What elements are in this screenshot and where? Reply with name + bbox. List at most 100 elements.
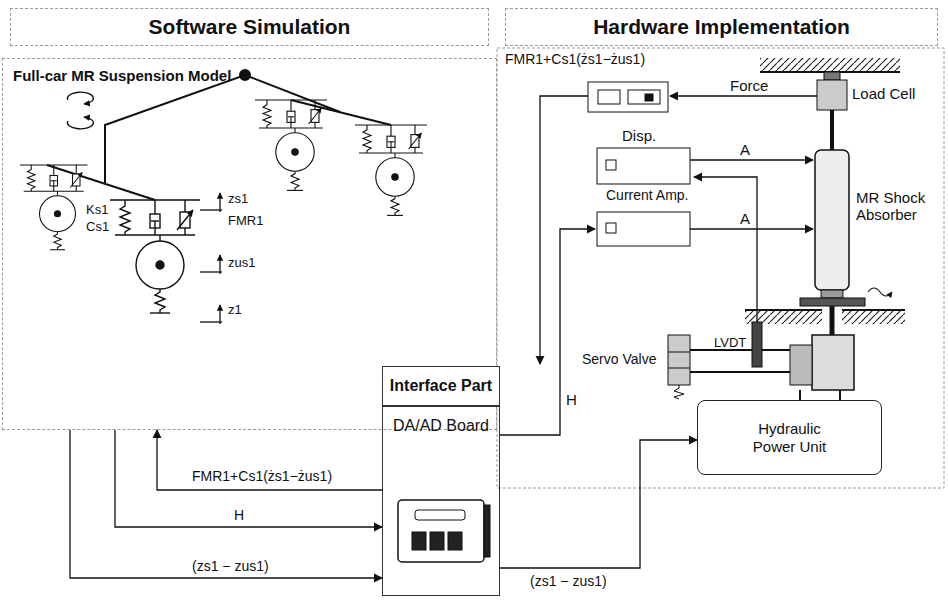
hardware-test-rig-part bbox=[800, 298, 865, 306]
full-car-model-part bbox=[67, 117, 93, 129]
full-car-model-part bbox=[47, 165, 155, 200]
hardware-test-rig-part bbox=[799, 390, 801, 400]
hardware-test-rig-part bbox=[606, 223, 616, 233]
full-car-model-part bbox=[200, 321, 222, 322]
hydraulic-actuator bbox=[790, 306, 854, 400]
part-name: Servo Valve bbox=[582, 352, 656, 367]
signal-label: H bbox=[566, 392, 577, 409]
panel-title: Software Simulation bbox=[10, 8, 489, 46]
hardware-test-rig-part bbox=[606, 160, 616, 170]
signal-label: A bbox=[740, 211, 750, 228]
panel-title: Hardware Implementation bbox=[505, 8, 938, 46]
signal-label: Disp. bbox=[622, 128, 656, 145]
part-name: LVDT bbox=[714, 336, 746, 350]
full-car-model-part bbox=[110, 200, 200, 313]
hardware-test-rig-part bbox=[752, 322, 762, 367]
load-cell bbox=[817, 72, 847, 150]
part-name: Load Cell bbox=[852, 86, 915, 103]
signal-connector bbox=[70, 430, 382, 578]
variable-label: zus1 bbox=[228, 256, 255, 270]
hardware-test-rig-part bbox=[868, 288, 892, 296]
part-name: Current Amp. bbox=[606, 188, 688, 203]
edge-label: (zs1 − zus1) bbox=[528, 574, 609, 589]
hardware-test-rig-part bbox=[588, 82, 668, 112]
hardware-test-rig-part bbox=[817, 80, 847, 110]
displacement-arrow bbox=[200, 193, 222, 324]
parameter-label: Ks1 bbox=[86, 203, 108, 217]
force-label: FMR1 bbox=[228, 214, 263, 228]
rotation-symbol bbox=[67, 92, 93, 129]
hardware-test-rig-part bbox=[674, 385, 684, 399]
hardware-test-rig-part bbox=[839, 390, 841, 400]
full-car-model-part bbox=[355, 125, 427, 215]
full-car-model-part bbox=[219, 255, 220, 274]
lvdt-sensor bbox=[694, 177, 762, 367]
hardware-test-rig-part bbox=[540, 96, 588, 364]
full-car-model-part bbox=[219, 193, 220, 212]
daq-board-icon-part bbox=[415, 510, 465, 520]
box-label: Hydraulic Power Unit bbox=[740, 420, 840, 456]
hardware-test-rig-part bbox=[842, 310, 905, 324]
signal-label: FMR1+Cs1(żs1−żus1) bbox=[505, 52, 645, 67]
panel: Hardware ImplementationHydraulic Power U… bbox=[497, 2, 946, 490]
full-car-model-part bbox=[255, 100, 327, 190]
mr-shock-absorber bbox=[800, 150, 892, 306]
daq-board-icon-part bbox=[412, 532, 426, 550]
force-display bbox=[540, 82, 817, 364]
full-car-model-part bbox=[219, 305, 220, 324]
hardware-test-rig-part bbox=[645, 94, 653, 101]
hardware-test-rig-part bbox=[842, 309, 905, 311]
full-car-model-part bbox=[291, 100, 391, 125]
variable-label: zs1 bbox=[228, 192, 248, 206]
hardware-test-rig-part bbox=[668, 368, 690, 369]
part-name: MR Shock Absorber bbox=[856, 190, 942, 223]
servo-valve bbox=[668, 335, 790, 399]
hardware-test-rig-part bbox=[812, 335, 854, 390]
full-car-model-part bbox=[67, 92, 93, 104]
hardware-test-rig-part bbox=[830, 110, 834, 150]
variable-label: z1 bbox=[228, 303, 242, 317]
board-box: DA/AD Board bbox=[382, 406, 500, 596]
power-unit-box: Hydraulic Power Unit bbox=[697, 400, 882, 475]
hardware-test-rig-part bbox=[694, 177, 757, 322]
hardware-test-rig-part bbox=[628, 90, 660, 104]
box-label: Interface Part bbox=[386, 377, 496, 395]
hardware-test-rig-part bbox=[598, 90, 620, 104]
signal-label: A bbox=[740, 142, 750, 159]
hardware-test-rig-part bbox=[690, 371, 790, 373]
daq-board-icon bbox=[398, 500, 490, 562]
daq-board-icon-part bbox=[448, 532, 462, 550]
hardware-test-rig-part bbox=[830, 306, 835, 335]
daq-board-icon-part bbox=[484, 505, 490, 557]
full-car-model bbox=[20, 70, 427, 324]
amplifier-box bbox=[500, 148, 813, 435]
hardware-test-rig-part bbox=[815, 150, 849, 290]
hardware-test-rig-part bbox=[597, 148, 690, 184]
edge-label: (zs1 − zus1) bbox=[190, 559, 271, 574]
box-label: DA/AD Board bbox=[383, 407, 499, 435]
full-car-model-part bbox=[200, 209, 222, 210]
daq-board-icon-part bbox=[430, 532, 444, 550]
hardware-test-rig-part bbox=[597, 212, 690, 246]
box-label: Full-car MR Suspension Model bbox=[3, 59, 241, 92]
full-car-model-part bbox=[200, 271, 222, 272]
interface-box: Interface Part bbox=[382, 366, 500, 406]
edge-label: H bbox=[232, 508, 246, 523]
full-car-model-part bbox=[105, 75, 340, 183]
full-car-model-part bbox=[20, 165, 88, 250]
signal-connector bbox=[157, 430, 382, 490]
hardware-test-rig bbox=[497, 48, 944, 488]
hardware-test-rig-part bbox=[821, 290, 843, 298]
panel-frame bbox=[497, 48, 944, 488]
full-car-model-part bbox=[240, 70, 250, 80]
signal-connector bbox=[500, 440, 697, 568]
signal-label: Force bbox=[730, 78, 768, 95]
hardware-test-rig-part bbox=[760, 58, 900, 72]
hardware-test-rig-part bbox=[670, 95, 817, 96]
hardware-test-rig-part bbox=[668, 352, 690, 353]
signal-connector bbox=[115, 430, 382, 527]
parameter-label: Cs1 bbox=[86, 220, 109, 234]
